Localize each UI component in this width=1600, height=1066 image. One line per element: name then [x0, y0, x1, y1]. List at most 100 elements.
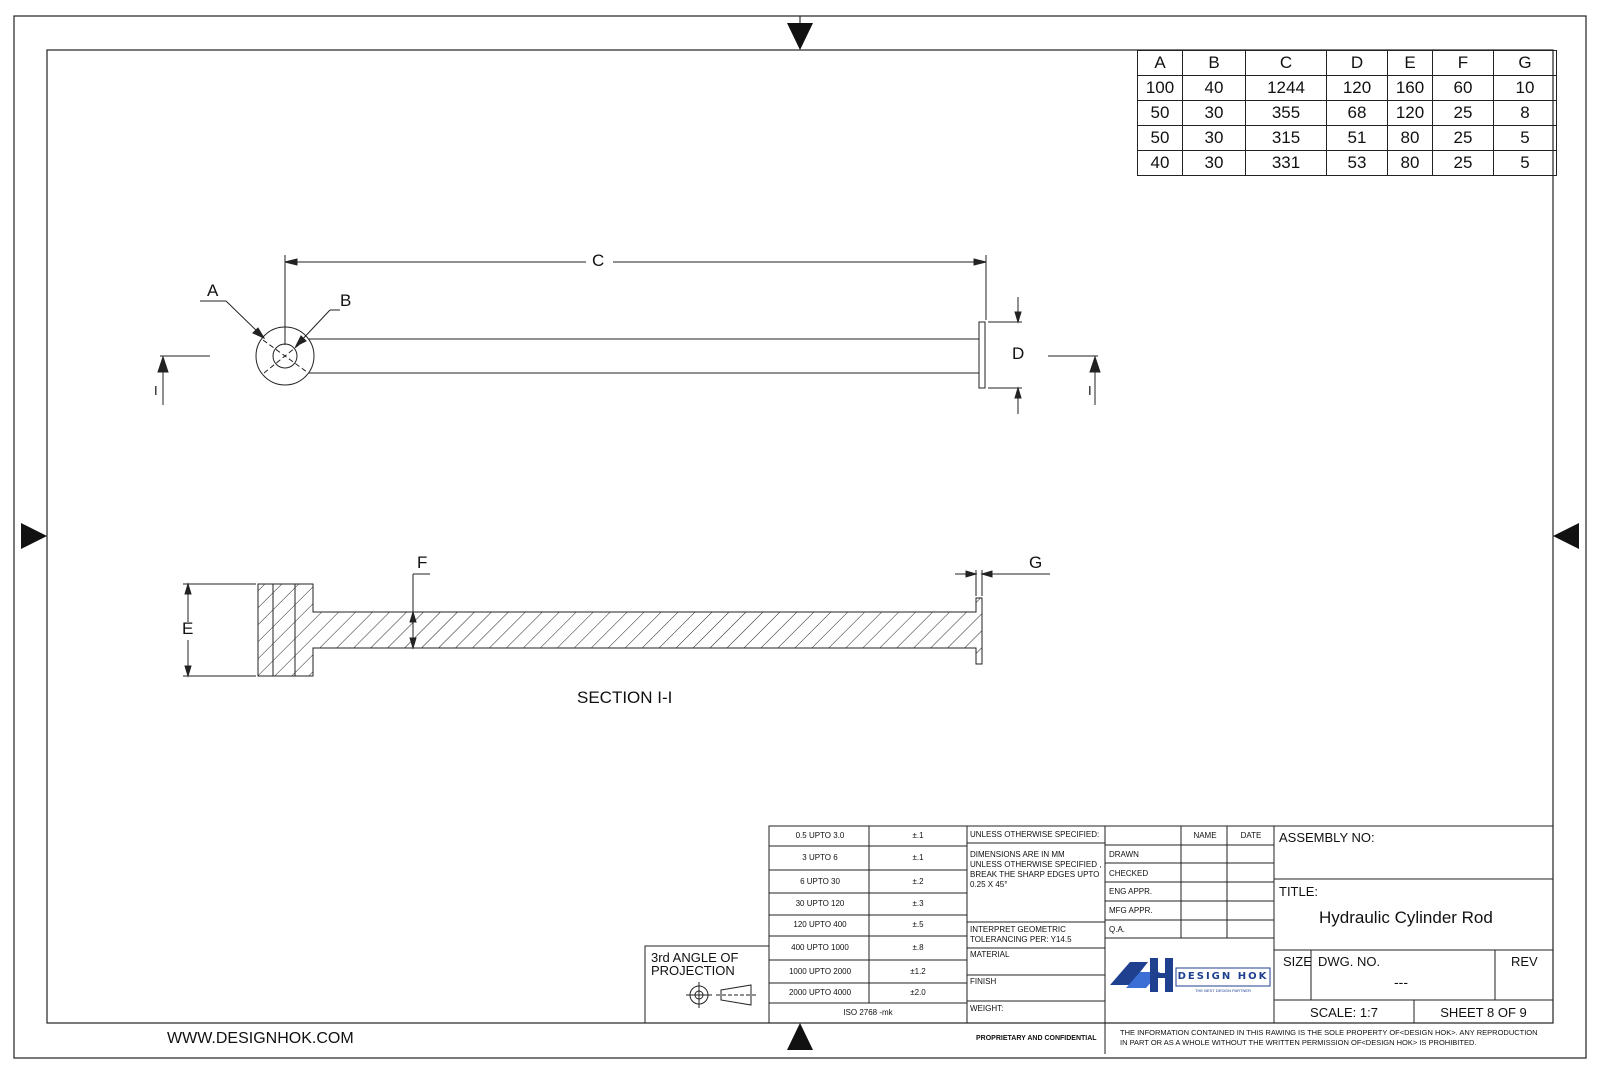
tolerance-value: ±.1	[912, 853, 924, 862]
dimension-c	[284, 255, 987, 345]
table-cell: 331	[1245, 150, 1327, 176]
table-cell: 80	[1387, 125, 1433, 151]
scale-label: SCALE: 1:7	[1310, 1005, 1378, 1020]
tolerance-value: ±.1	[912, 831, 924, 840]
header-cell: D	[1326, 50, 1388, 76]
dimension-table-header: A B C D E F G	[1137, 50, 1557, 76]
assembly-no-label: ASSEMBLY NO:	[1279, 830, 1375, 845]
label-f: F	[417, 553, 428, 572]
table-row: 40 30 331 53 80 25 5	[1137, 150, 1557, 176]
header-cell: A	[1137, 50, 1183, 76]
header-cell: C	[1245, 50, 1327, 76]
table-cell: 160	[1387, 75, 1433, 101]
table-cell: 10	[1493, 75, 1557, 101]
name-header: NAME	[1193, 831, 1217, 840]
projection-line2: PROJECTION	[651, 963, 735, 978]
drawn-label: DRAWN	[1109, 850, 1139, 859]
drawing-title: Hydraulic Cylinder Rod	[1319, 908, 1493, 927]
table-cell: 51	[1326, 125, 1388, 151]
website-link[interactable]: WWW.DESIGNHOK.COM	[167, 1030, 354, 1047]
tolerance-range: 30 UPTO 120	[795, 899, 845, 908]
right-center-arrow	[1553, 523, 1579, 549]
label-c: C	[592, 251, 605, 270]
tolerance-range: 2000 UPTO 4000	[788, 988, 852, 997]
tolerance-value: ±2.0	[910, 988, 926, 997]
dims-note-4: 0.25 X 45°	[970, 880, 1008, 889]
leader-b	[294, 309, 340, 348]
table-cell: 30	[1182, 100, 1246, 126]
logo-tagline: THE BEST DESIGN PARTNER	[1195, 988, 1251, 993]
table-cell: 40	[1137, 150, 1183, 176]
header-cell: B	[1182, 50, 1246, 76]
title-block-grid	[644, 825, 1554, 1054]
rod-top-view	[255, 321, 986, 389]
proprietary-label: PROPRIETARY AND CONFIDENTIAL	[976, 1035, 1097, 1042]
interpret-note-2: TOLERANCING PER: Y14.5	[970, 935, 1072, 944]
section-mark-right-label: I	[1088, 383, 1092, 398]
table-cell: 30	[1182, 125, 1246, 151]
header-cell: E	[1387, 50, 1433, 76]
table-cell: 100	[1137, 75, 1183, 101]
table-cell: 50	[1137, 100, 1183, 126]
header-cell: F	[1432, 50, 1494, 76]
projection-symbol	[686, 982, 756, 1008]
material-label: MATERIAL	[970, 950, 1010, 959]
dwg-no-label: DWG. NO.	[1318, 954, 1381, 969]
tolerance-value: ±.8	[912, 943, 924, 952]
dwg-no-value: ---	[1394, 974, 1408, 990]
interpret-note-1: INTERPRET GEOMETRIC	[970, 925, 1066, 934]
table-cell: 30	[1182, 150, 1246, 176]
left-center-arrow	[21, 523, 47, 549]
table-cell: 120	[1387, 100, 1433, 126]
label-g: G	[1029, 553, 1043, 572]
tolerance-range: 0.5 UPTO 3.0	[795, 831, 845, 840]
table-cell: 1244	[1245, 75, 1327, 101]
leader-a	[200, 300, 266, 340]
table-cell: 25	[1432, 100, 1494, 126]
tolerance-value: ±1.2	[910, 967, 926, 976]
table-cell: 315	[1245, 125, 1327, 151]
label-a: A	[207, 281, 219, 300]
bottom-center-arrow	[787, 1023, 813, 1050]
sheet-label: SHEET 8 OF 9	[1440, 1005, 1527, 1020]
table-cell: 50	[1137, 125, 1183, 151]
table-cell: 53	[1326, 150, 1388, 176]
dimension-g	[955, 570, 1050, 596]
table-cell: 25	[1432, 150, 1494, 176]
tolerance-standard: ISO 2768 -mk	[843, 1008, 893, 1017]
tolerance-value: ±.5	[912, 920, 924, 929]
notice-line-2: IN PART OR AS A WHOLE WITHOUT THE WRITTE…	[1120, 1038, 1477, 1047]
dimension-f	[409, 573, 430, 650]
qa-label: Q.A.	[1109, 925, 1126, 934]
logo-name: DESIGN HOK	[1177, 971, 1269, 982]
title-label: TITLE:	[1279, 884, 1319, 899]
tolerance-range: 3 UPTO 6	[802, 853, 838, 862]
dimension-d	[988, 297, 1022, 414]
notice-line-1: THE INFORMATION CONTAINED IN THIS RAWING…	[1120, 1028, 1538, 1037]
table-cell: 80	[1387, 150, 1433, 176]
dimension-table: A B C D E F G 100 40 1244 120 160 60 10 …	[1137, 50, 1557, 176]
unless-specified-note: UNLESS OTHERWISE SPECIFIED:	[970, 830, 1100, 839]
tolerance-range: 120 UPTO 400	[793, 920, 847, 929]
tolerance-value: ±.3	[912, 899, 924, 908]
table-row: 50 30 315 51 80 25 5	[1137, 125, 1557, 151]
dims-note-3: BREAK THE SHARP EDGES UPTO	[970, 870, 1100, 879]
projection-line1: 3rd ANGLE OF	[651, 950, 739, 965]
dims-note-2: UNLESS OTHERWISE SPECIFIED ,	[970, 860, 1102, 869]
tolerance-range: 1000 UPTO 2000	[788, 967, 852, 976]
label-b: B	[340, 291, 352, 310]
table-cell: 5	[1493, 150, 1557, 176]
checked-label: CHECKED	[1109, 869, 1149, 878]
rod-section-view	[257, 583, 983, 677]
header-cell: G	[1493, 50, 1557, 76]
tolerance-range: 6 UPTO 30	[800, 877, 840, 886]
tolerance-value: ±.2	[912, 877, 924, 886]
finish-label: FINISH	[970, 977, 997, 986]
dims-note-1: DIMENSIONS ARE IN MM	[970, 850, 1065, 859]
table-cell: 5	[1493, 125, 1557, 151]
table-row: 50 30 355 68 120 25 8	[1137, 100, 1557, 126]
table-cell: 68	[1326, 100, 1388, 126]
table-cell: 120	[1326, 75, 1388, 101]
label-d: D	[1012, 344, 1025, 363]
